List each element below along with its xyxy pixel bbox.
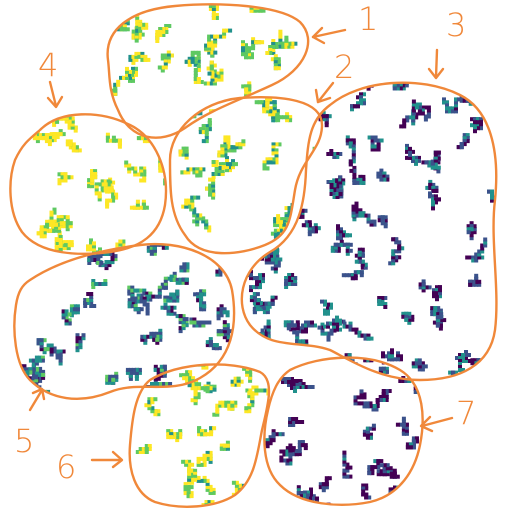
region-label-3: 3 bbox=[446, 6, 466, 44]
region-4-texture bbox=[32, 114, 166, 254]
region-7-texture bbox=[265, 357, 423, 505]
region-1-outline bbox=[106, 3, 310, 139]
region-4-outline bbox=[9, 113, 168, 255]
region-label-4: 4 bbox=[38, 46, 58, 84]
arrow-5 bbox=[28, 387, 46, 412]
region-7-outline bbox=[263, 356, 424, 506]
region-label-2: 2 bbox=[334, 48, 354, 86]
arrow-7 bbox=[419, 415, 454, 433]
arrow-3 bbox=[427, 48, 445, 80]
arrow-2 bbox=[314, 81, 335, 104]
region-6-outline bbox=[128, 363, 271, 508]
region-label-6: 6 bbox=[56, 448, 76, 486]
region-1-texture bbox=[107, 4, 307, 138]
region-3-outline bbox=[240, 81, 498, 382]
arrow-6 bbox=[90, 450, 124, 469]
arrow-4 bbox=[46, 80, 64, 109]
region-label-7: 7 bbox=[456, 394, 476, 432]
region-5-outline bbox=[13, 242, 236, 400]
region-label-1: 1 bbox=[358, 0, 378, 38]
arrow-1 bbox=[311, 26, 347, 45]
region-label-5: 5 bbox=[14, 422, 34, 460]
region-2-outline bbox=[168, 96, 324, 255]
